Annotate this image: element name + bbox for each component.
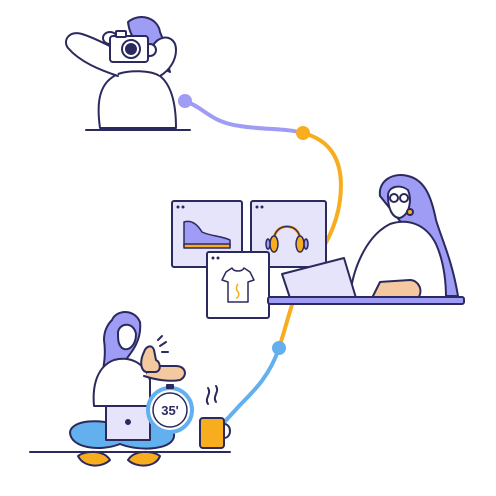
glasses-left-lens <box>389 193 399 203</box>
timer-badge: 35' <box>146 384 194 434</box>
headphones-icon <box>265 225 309 253</box>
mug-handle <box>223 423 231 439</box>
thumbs-up-hand <box>140 345 161 373</box>
path-node-purple <box>178 94 192 108</box>
desk-top <box>267 296 465 305</box>
coffee-mug <box>199 385 231 449</box>
product-card-sneaker <box>171 200 243 268</box>
photographer-figure <box>64 16 191 131</box>
mug-body <box>199 417 225 449</box>
camera-lens-inner <box>125 43 137 55</box>
timer-value: 35' <box>161 403 179 418</box>
timer-stem <box>166 384 174 389</box>
product-card-tshirt <box>206 251 270 319</box>
steam-1 <box>205 387 211 405</box>
woman-at-laptop-figure <box>267 174 465 305</box>
path-blue-segment <box>220 346 281 427</box>
shoe-left <box>77 450 111 467</box>
photographer-body <box>97 70 177 129</box>
glasses-right-lens <box>399 193 409 203</box>
desk-woman-arm <box>371 279 422 299</box>
laptop-logo <box>125 419 131 425</box>
shoe-right <box>127 450 161 467</box>
steam-2 <box>213 385 219 403</box>
tshirt-icon <box>221 267 255 303</box>
photographer-arm-left <box>64 32 119 77</box>
product-card-headphones <box>250 200 327 268</box>
path-node-orange <box>296 126 310 140</box>
sneaker-icon <box>183 220 231 249</box>
camera-flash <box>115 30 127 38</box>
path-purple-segment <box>183 99 305 135</box>
sitting-woman-figure <box>29 311 231 467</box>
journey-path <box>178 94 343 427</box>
earring <box>406 208 414 216</box>
path-node-blue <box>272 341 286 355</box>
sitting-woman-face <box>117 323 137 351</box>
desk-woman-body <box>349 220 447 299</box>
